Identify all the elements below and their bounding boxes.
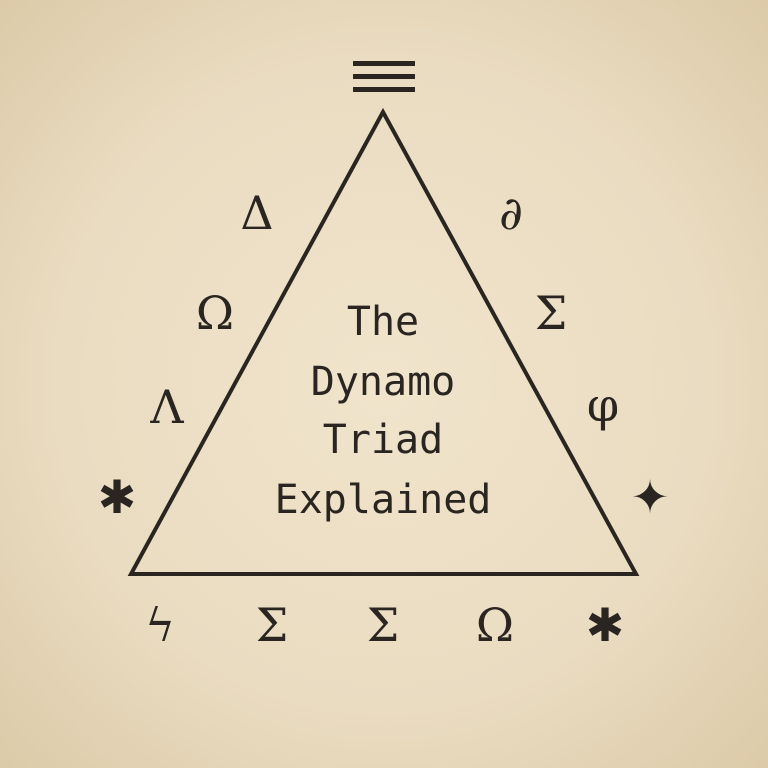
title-line-2: Dynamo	[311, 359, 456, 405]
omega-symbol: Ω	[196, 286, 234, 340]
apex-triple-bar-icon	[353, 61, 415, 92]
title-line-4: Explained	[275, 477, 492, 523]
lightning-icon: ϟ	[145, 598, 175, 652]
omega-symbol: Ω	[476, 598, 514, 652]
sigma-symbol: Σ	[367, 598, 400, 652]
delta-symbol: Δ	[240, 186, 273, 240]
triangle	[127, 107, 640, 576]
sigma-symbol: Σ	[256, 598, 289, 652]
four-point-star-icon: ✦	[631, 470, 670, 524]
title-line-3: Triad	[323, 417, 443, 463]
partial-symbol: ∂	[499, 186, 523, 240]
asterisk-star-icon: ✱	[586, 598, 625, 652]
asterisk-star-icon: ✱	[98, 470, 137, 524]
phi-symbol: φ	[587, 378, 619, 432]
title-line-1: The	[347, 299, 419, 345]
sigma-symbol: Σ	[535, 286, 568, 340]
lambda-symbol: Λ	[149, 380, 184, 434]
